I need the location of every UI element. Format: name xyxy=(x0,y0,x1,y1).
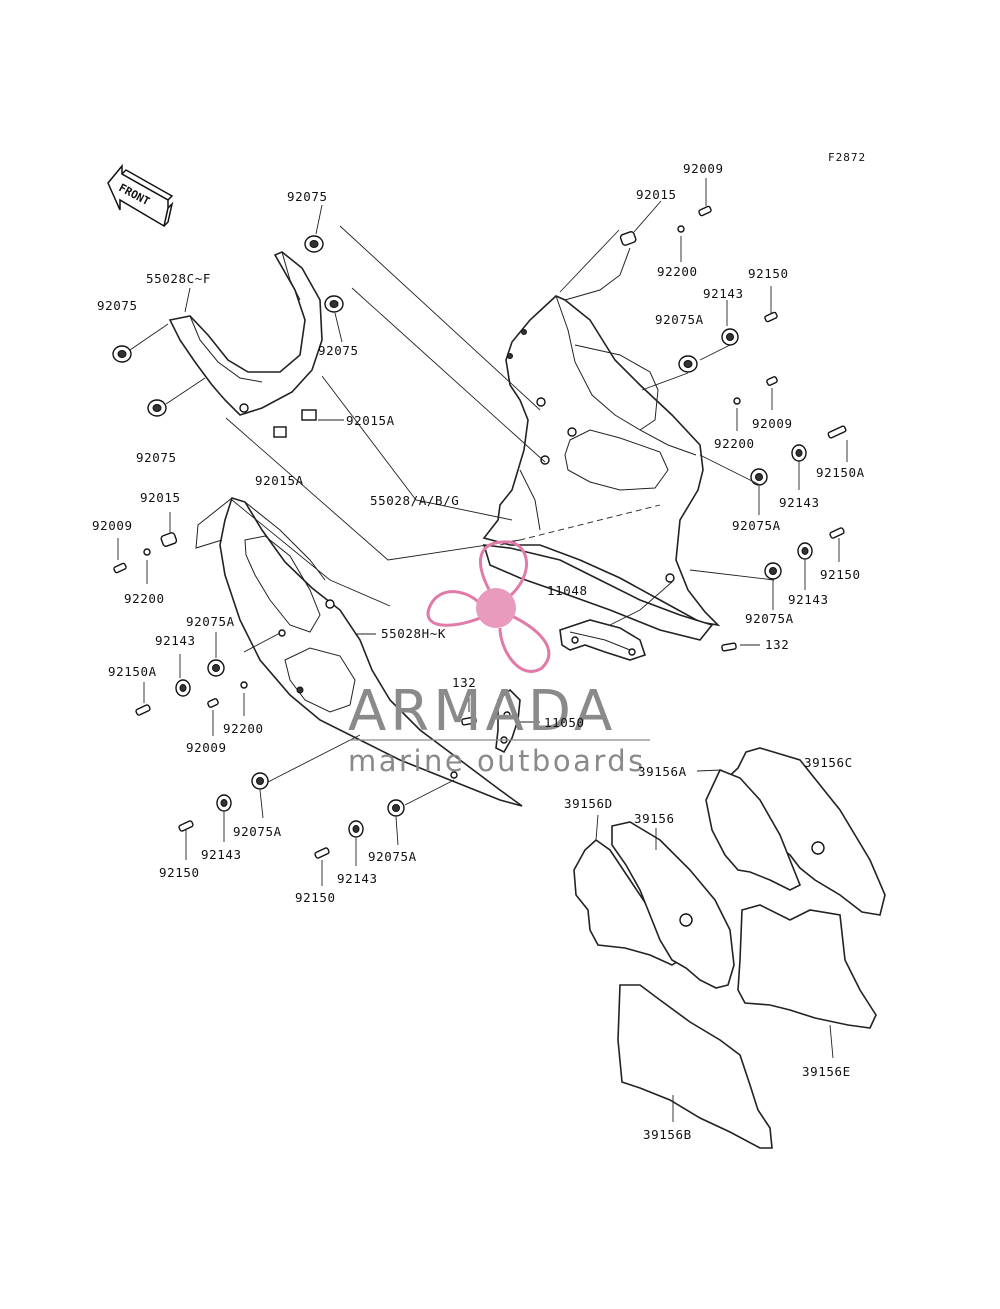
label-92075: 92075 xyxy=(318,343,359,358)
label-92075A: 92075A xyxy=(233,824,282,839)
mat-39156D xyxy=(573,838,682,966)
label-92075: 92075 xyxy=(97,298,138,313)
leader-lines xyxy=(117,178,848,1122)
figure-code: F2872 xyxy=(828,151,866,164)
upper-right-cowl xyxy=(482,247,721,627)
label-39156C: 39156C xyxy=(804,755,853,770)
label-39156D: 39156D xyxy=(564,796,613,811)
label-55028H-K: 55028H~K xyxy=(381,626,446,641)
inner-cowl xyxy=(168,251,323,416)
label-92200: 92200 xyxy=(714,436,755,451)
label-92150: 92150 xyxy=(748,266,789,281)
label-39156A: 39156A xyxy=(638,764,687,779)
mat-39156A xyxy=(705,768,802,891)
label-11048: 11048 xyxy=(547,583,588,598)
mat-39156B xyxy=(617,984,773,1149)
bracket-11048 xyxy=(559,619,647,661)
label-92075A: 92075A xyxy=(732,518,781,533)
label-92015: 92015 xyxy=(140,490,181,505)
watermark-title: ARMADA xyxy=(348,679,616,744)
label-92143: 92143 xyxy=(155,633,196,648)
label-92009: 92009 xyxy=(92,518,133,533)
watermark-subtitle: marine outboards xyxy=(348,744,646,778)
label-92200: 92200 xyxy=(657,264,698,279)
label-92015A: 92015A xyxy=(346,413,395,428)
label-55028C-F: 55028C~F xyxy=(146,271,211,286)
label-92075A: 92075A xyxy=(655,312,704,327)
label-92143: 92143 xyxy=(337,871,378,886)
label-39156E: 39156E xyxy=(802,1064,851,1079)
label-92200: 92200 xyxy=(124,591,165,606)
mat-39156E xyxy=(737,904,877,1029)
mat-39156 xyxy=(611,821,735,989)
hardware-items xyxy=(112,205,847,859)
label-92075: 92075 xyxy=(136,450,177,465)
label-92150A: 92150A xyxy=(816,465,865,480)
part-labels: 92009 92015 92200 92150 92143 92075A 920… xyxy=(92,161,865,1142)
label-92075A: 92075A xyxy=(745,611,794,626)
lower-front-cowl xyxy=(482,544,714,641)
label-92143: 92143 xyxy=(788,592,829,607)
label-92075: 92075 xyxy=(287,189,328,204)
label-132: 132 xyxy=(765,637,789,652)
label-55028-A-B-G: 55028/A/B/G xyxy=(370,493,459,508)
label-92143: 92143 xyxy=(201,847,242,862)
label-92143: 92143 xyxy=(779,495,820,510)
label-39156: 39156 xyxy=(634,811,675,826)
label-92150A: 92150A xyxy=(108,664,157,679)
armada-propeller-logo xyxy=(426,540,551,673)
label-92075A: 92075A xyxy=(186,614,235,629)
label-92143: 92143 xyxy=(703,286,744,301)
label-92150: 92150 xyxy=(820,567,861,582)
label-92015: 92015 xyxy=(636,187,677,202)
label-92150: 92150 xyxy=(295,890,336,905)
label-11050: 11050 xyxy=(544,715,585,730)
front-arrow-icon: FRONT xyxy=(107,163,174,228)
label-92150: 92150 xyxy=(159,865,200,880)
label-92075A: 92075A xyxy=(368,849,417,864)
label-92009: 92009 xyxy=(683,161,724,176)
label-92015A: 92015A xyxy=(255,473,304,488)
label-92200: 92200 xyxy=(223,721,264,736)
side-cowl xyxy=(195,497,523,807)
label-92009: 92009 xyxy=(752,416,793,431)
label-132: 132 xyxy=(452,675,476,690)
label-39156B: 39156B xyxy=(643,1127,692,1142)
label-92009: 92009 xyxy=(186,740,227,755)
